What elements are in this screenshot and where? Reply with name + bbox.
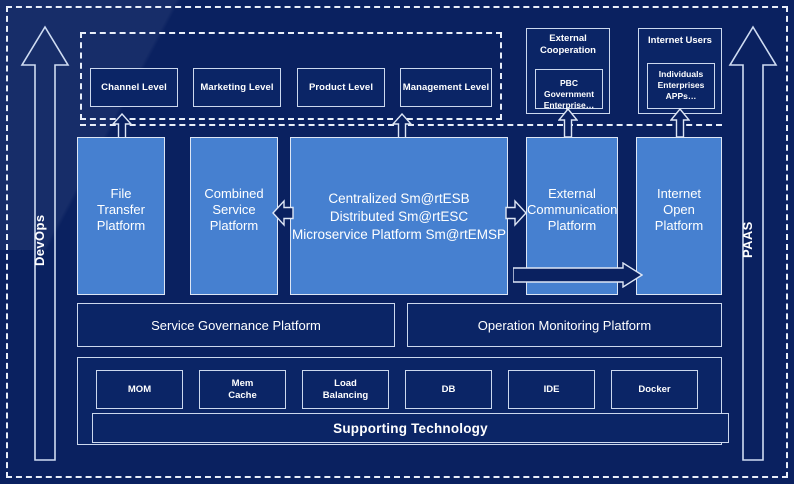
tech-box-mem-cache-line-1: Mem [231, 378, 254, 389]
paas-label: PAAS [740, 221, 755, 259]
internet-users-inner: Individuals Enterprises APPs… [647, 63, 715, 109]
platform-combined-service-line-1: Combined [204, 186, 264, 201]
platform-file-transfer-line-3: Platform [96, 218, 146, 233]
tech-box-mem-cache-line-2: Cache [228, 390, 257, 401]
platform-internet-open-line-2: Open [663, 202, 695, 217]
external-cooperation-inner: PBC Government Enterprise… [535, 69, 603, 110]
internet-users-inner-line-2: Enterprises [657, 80, 705, 90]
tech-box-mem-cache[interactable]: Mem Cache [199, 370, 286, 409]
tech-box-load-balancing[interactable]: Load Balancing [302, 370, 389, 409]
platform-centralized-esb-line-2: Distributed Sm@rtESC [329, 209, 469, 224]
devops-label: DevOps [32, 214, 47, 266]
platform-centralized-esb-line-3: Microservice Platform Sm@rtEMSP [292, 227, 506, 242]
platform-combined-service[interactable]: Combined Service Platform [190, 137, 278, 295]
level-box-channel[interactable]: Channel Level [90, 68, 178, 107]
platform-external-communication-line-1: External [548, 186, 596, 201]
outer-dashed-frame [6, 6, 788, 478]
tech-box-docker-line-1: Docker [638, 384, 671, 395]
tech-box-ide[interactable]: IDE [508, 370, 595, 409]
external-cooperation-inner-line-1: PBC Government [543, 78, 595, 99]
tech-box-load-balancing-line-2: Balancing [322, 390, 369, 401]
tech-box-mom-line-1: MOM [127, 384, 152, 395]
service-governance-platform[interactable]: Service Governance Platform [77, 303, 395, 347]
connector-arrow-left-combined [272, 199, 294, 227]
level-box-marketing[interactable]: Marketing Level [193, 68, 281, 107]
internet-users-title: Internet Users [648, 35, 712, 46]
platform-external-communication-line-3: Platform [547, 218, 597, 233]
platform-internet-open-line-3: Platform [654, 218, 704, 233]
platform-internet-open-line-1: Internet [656, 186, 702, 201]
connector-arrow-file-transfer [112, 113, 132, 139]
paas-arrow [728, 25, 778, 462]
devops-arrow [20, 25, 70, 462]
supporting-technology-bar: Supporting Technology [92, 413, 729, 443]
connector-arrow-long-right [513, 262, 643, 288]
level-box-product[interactable]: Product Level [297, 68, 385, 107]
operation-monitoring-platform[interactable]: Operation Monitoring Platform [407, 303, 722, 347]
platform-external-communication-line-2: Communication [527, 202, 618, 217]
external-cooperation-inner-line-2: Enterprise… [543, 100, 595, 110]
platform-centralized-esb-line-1: Centralized Sm@rtESB [328, 191, 470, 206]
connector-arrow-external-communication [558, 108, 578, 138]
platform-combined-service-line-3: Platform [209, 218, 259, 233]
internet-users-inner-line-1: Individuals [658, 69, 704, 79]
internet-users-group[interactable]: Internet Users Individuals Enterprises A… [638, 28, 722, 114]
tech-box-load-balancing-line-1: Load [334, 378, 357, 389]
platform-internet-open[interactable]: Internet Open Platform [636, 137, 722, 295]
platform-combined-service-line-2: Service [212, 202, 256, 217]
tech-box-docker[interactable]: Docker [611, 370, 698, 409]
tech-box-db[interactable]: DB [405, 370, 492, 409]
connector-arrow-centralized [392, 113, 412, 139]
connector-arrow-right-external [505, 199, 527, 227]
tech-box-ide-line-1: IDE [543, 384, 560, 395]
business-levels-group [80, 32, 502, 120]
internet-users-inner-line-3: APPs… [665, 91, 697, 101]
tech-box-mom[interactable]: MOM [96, 370, 183, 409]
platform-centralized-esb[interactable]: Centralized Sm@rtESB Distributed Sm@rtES… [290, 137, 508, 295]
tech-box-db-line-1: DB [441, 384, 456, 395]
platform-file-transfer-line-2: Transfer [97, 202, 145, 217]
platform-file-transfer-line-1: File [110, 186, 132, 201]
connector-arrow-internet-open [670, 108, 690, 138]
platform-file-transfer[interactable]: File Transfer Platform [77, 137, 165, 295]
level-box-management[interactable]: Management Level [400, 68, 492, 107]
